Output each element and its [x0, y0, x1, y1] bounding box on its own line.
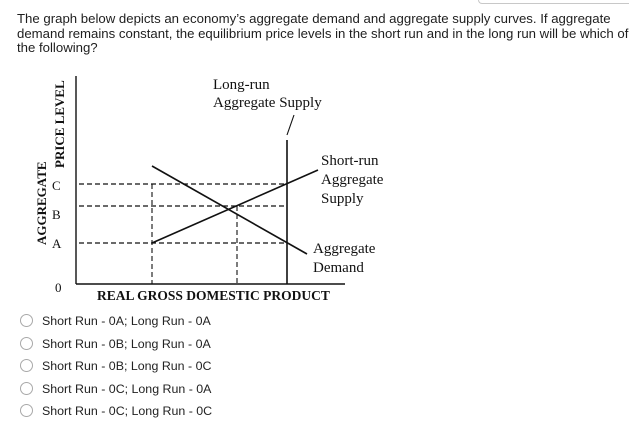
radio-button[interactable] [20, 404, 33, 417]
y-axis-label-price-level: PRICE LEVEL [52, 80, 67, 168]
answer-option-label: Short Run - 0A; Long Run - 0A [42, 314, 211, 328]
answer-option-label: Short Run - 0C; Long Run - 0A [42, 381, 212, 396]
question-text: The graph below depicts an economy’s agg… [17, 11, 629, 56]
lras-pointer [286, 114, 295, 136]
y-axis-label-aggregate: AGGREGATE [34, 161, 49, 245]
ad-label-line2: Demand [313, 260, 364, 276]
answer-option-label: Short Run - 0C; Long Run - 0C [42, 404, 213, 418]
origin-label: 0 [55, 280, 62, 295]
lras-label-line1: Long-run [213, 77, 270, 93]
ad-label-line1: Aggregate [313, 241, 376, 257]
top-edge-decoration [478, 0, 629, 4]
radio-button[interactable] [20, 314, 33, 327]
sras-curve [151, 169, 319, 244]
radio-button[interactable] [20, 359, 33, 372]
radio-button[interactable] [20, 381, 33, 395]
sras-label-line1: Short-run [321, 153, 379, 169]
x-axis-label: REAL GROSS DOMESTIC PRODUCT [97, 288, 330, 303]
answer-option-label: Short Run - 0B; Long Run - 0A [42, 336, 211, 351]
price-level-a: A [52, 236, 62, 251]
sras-label-line2: Aggregate [321, 172, 384, 188]
ad-curve [151, 165, 308, 255]
price-level-c: C [52, 178, 61, 193]
lras-label-line2: Aggregate Supply [213, 95, 322, 111]
sras-label-line3: Supply [321, 191, 364, 207]
as-ad-graph: AGGREGATE PRICE LEVEL C B A 0 Long-run A… [34, 76, 384, 303]
price-level-b: B [52, 207, 61, 222]
radio-button[interactable] [20, 336, 33, 350]
answer-option-label: Short Run - 0B; Long Run - 0C [42, 359, 212, 373]
